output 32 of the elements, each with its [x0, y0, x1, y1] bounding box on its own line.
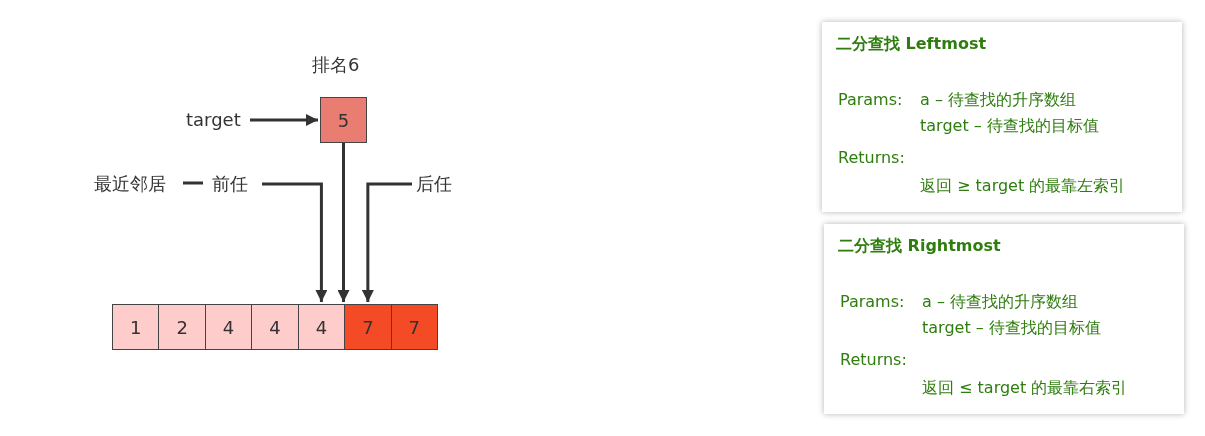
- param-label: Params:: [840, 292, 905, 312]
- arrow: [250, 114, 318, 126]
- param-text: target – 待查找的目标值: [922, 318, 1101, 338]
- doc-card: [824, 224, 1184, 414]
- returns-label: Returns:: [840, 350, 907, 370]
- param-text: a – 待查找的升序数组: [920, 90, 1076, 110]
- array-cell: 2: [158, 304, 206, 350]
- pointer-label: 后任: [416, 172, 462, 196]
- doc-card: [822, 22, 1182, 212]
- array-cell: 7: [390, 304, 438, 350]
- side-label: 最近邻居: [94, 172, 166, 196]
- array-cell: 7: [344, 304, 392, 350]
- arrow: [262, 182, 328, 302]
- pointer-label: target: [186, 108, 248, 132]
- param-text: target – 待查找的目标值: [920, 116, 1099, 136]
- arrow: [337, 143, 350, 302]
- card-heading: 二分查找 Rightmost: [838, 236, 1001, 256]
- returns-text: 返回 ≤ target 的最靠右索引: [922, 378, 1128, 398]
- pointer-label: 前任: [212, 172, 258, 196]
- array-cell: 4: [297, 304, 346, 350]
- array-cell: 1: [112, 304, 160, 350]
- array-cell: 4: [251, 304, 299, 350]
- arrow: [361, 182, 412, 302]
- param-text: a – 待查找的升序数组: [922, 292, 1078, 312]
- param-label: Params:: [838, 90, 903, 110]
- rank-label: 排名6: [312, 53, 360, 77]
- array-box: [112, 304, 437, 350]
- returns-label: Returns:: [838, 148, 905, 168]
- returns-text: 返回 ≥ target 的最靠左索引: [920, 176, 1126, 196]
- array-cell: 4: [204, 304, 253, 350]
- target-box: 5: [320, 97, 367, 143]
- card-heading: 二分查找 Leftmost: [836, 34, 987, 54]
